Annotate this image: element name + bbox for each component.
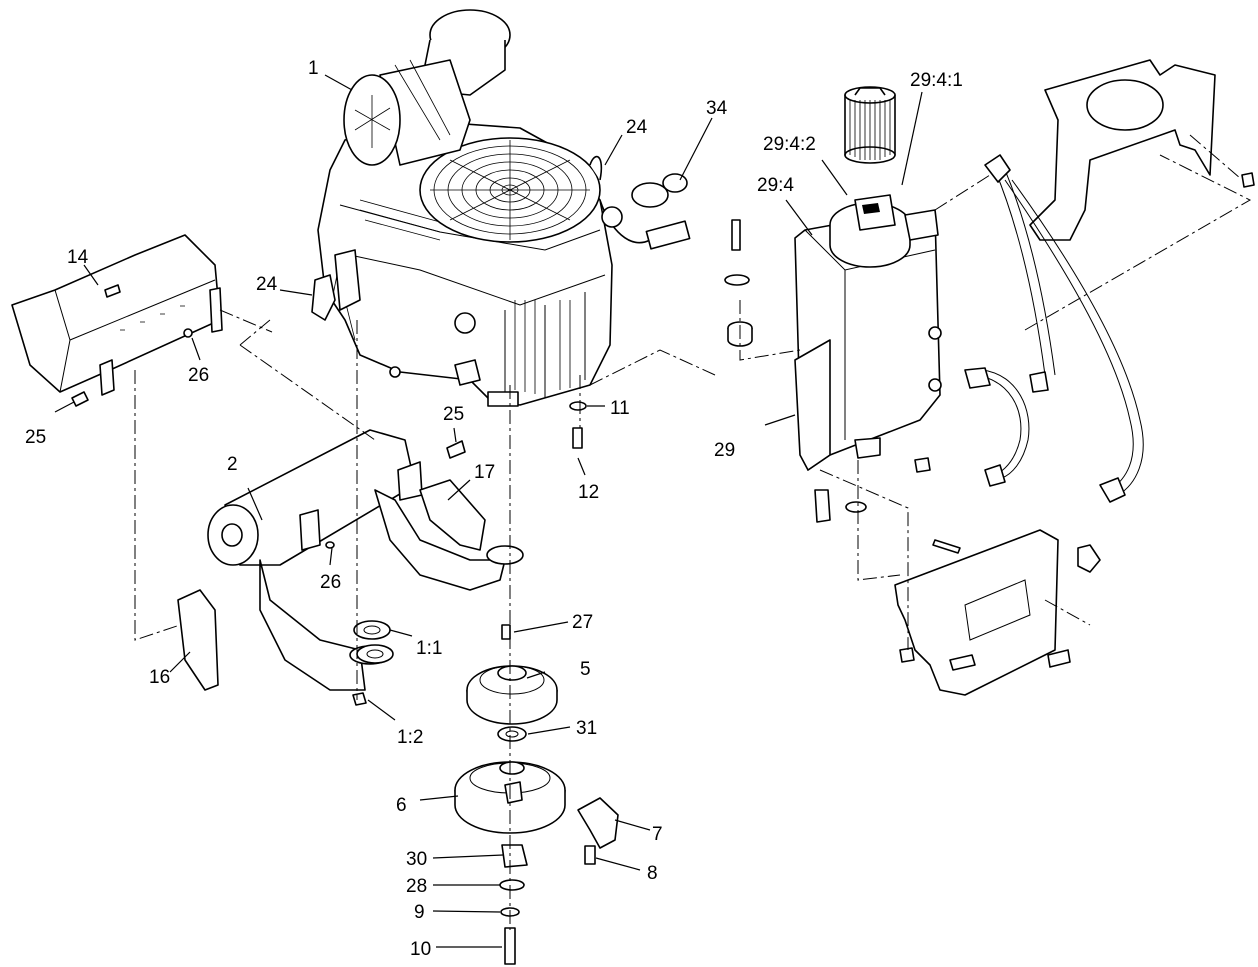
callout-1-2: 1:2 [397,727,423,748]
callout-31: 31 [576,718,597,739]
fasteners [71,391,587,549]
muffler-bracket [419,479,486,551]
callout-14: 14 [67,247,89,268]
callout-11: 11 [610,398,630,419]
callout-8: 8 [647,863,658,884]
tank-mount-plate [894,529,1059,696]
fuel-hoses [964,154,1144,503]
air-cleaner [343,9,511,166]
callout-1-1: 1:1 [416,638,442,659]
assembly-lines [134,134,1252,930]
engine-left-bracket [334,249,361,311]
callout-26-bottom: 26 [320,572,341,593]
mount-nut [899,647,915,663]
callout-26-top: 26 [188,365,209,386]
fuel-tank [794,194,942,471]
mount-bolt-2 [949,654,976,671]
callout-7: 7 [652,824,663,845]
callout-12: 12 [578,482,599,503]
pto-pulley [466,624,558,742]
callout-25-center: 25 [443,404,464,425]
callout-17: 17 [474,462,495,483]
callout-28: 28 [406,876,427,897]
tank-mount-hardware [724,219,931,523]
muffler-shield-plate [177,589,219,691]
fan-screen [419,137,601,243]
callout-24-left: 24 [256,274,278,295]
callout-29-4-2: 29:4:2 [763,134,816,155]
callout-labels: 1 2 5 6 7 8 9 10 11 12 14 16 17 24 24 25… [25,58,963,960]
callout-34: 34 [706,98,728,119]
callout-29-4-1: 29:4:1 [910,70,963,91]
clamp-left [311,274,336,321]
callout-24-top: 24 [626,117,648,138]
callout-9: 9 [414,902,425,923]
electric-clutch [454,761,619,965]
callout-6: 6 [396,795,407,816]
callout-25-left: 25 [25,427,46,448]
callout-10: 10 [410,939,431,960]
mount-bolt [932,539,961,554]
fuel-filter-element [844,86,896,164]
exhaust-gaskets [353,620,394,664]
leader-lines [54,74,923,948]
callout-2: 2 [227,454,238,475]
tank-mount-plate-slot [964,579,1031,641]
exhaust-nut [352,692,367,706]
tank-heat-shield-fastener [1241,172,1255,188]
callout-16: 16 [149,667,170,688]
tank-heat-shield-cutout [1086,79,1164,131]
callout-1: 1 [308,58,319,79]
heat-shield [11,234,223,396]
engine-assembly [317,9,613,407]
callout-30: 30 [406,849,427,870]
mount-bolt-3 [1047,649,1071,668]
callout-27: 27 [572,612,593,633]
fuel-filter-line [589,155,691,250]
fuel-fitting [1077,544,1101,573]
callout-29-4: 29:4 [757,175,794,196]
callout-29: 29 [714,440,735,461]
callout-5: 5 [580,659,591,680]
